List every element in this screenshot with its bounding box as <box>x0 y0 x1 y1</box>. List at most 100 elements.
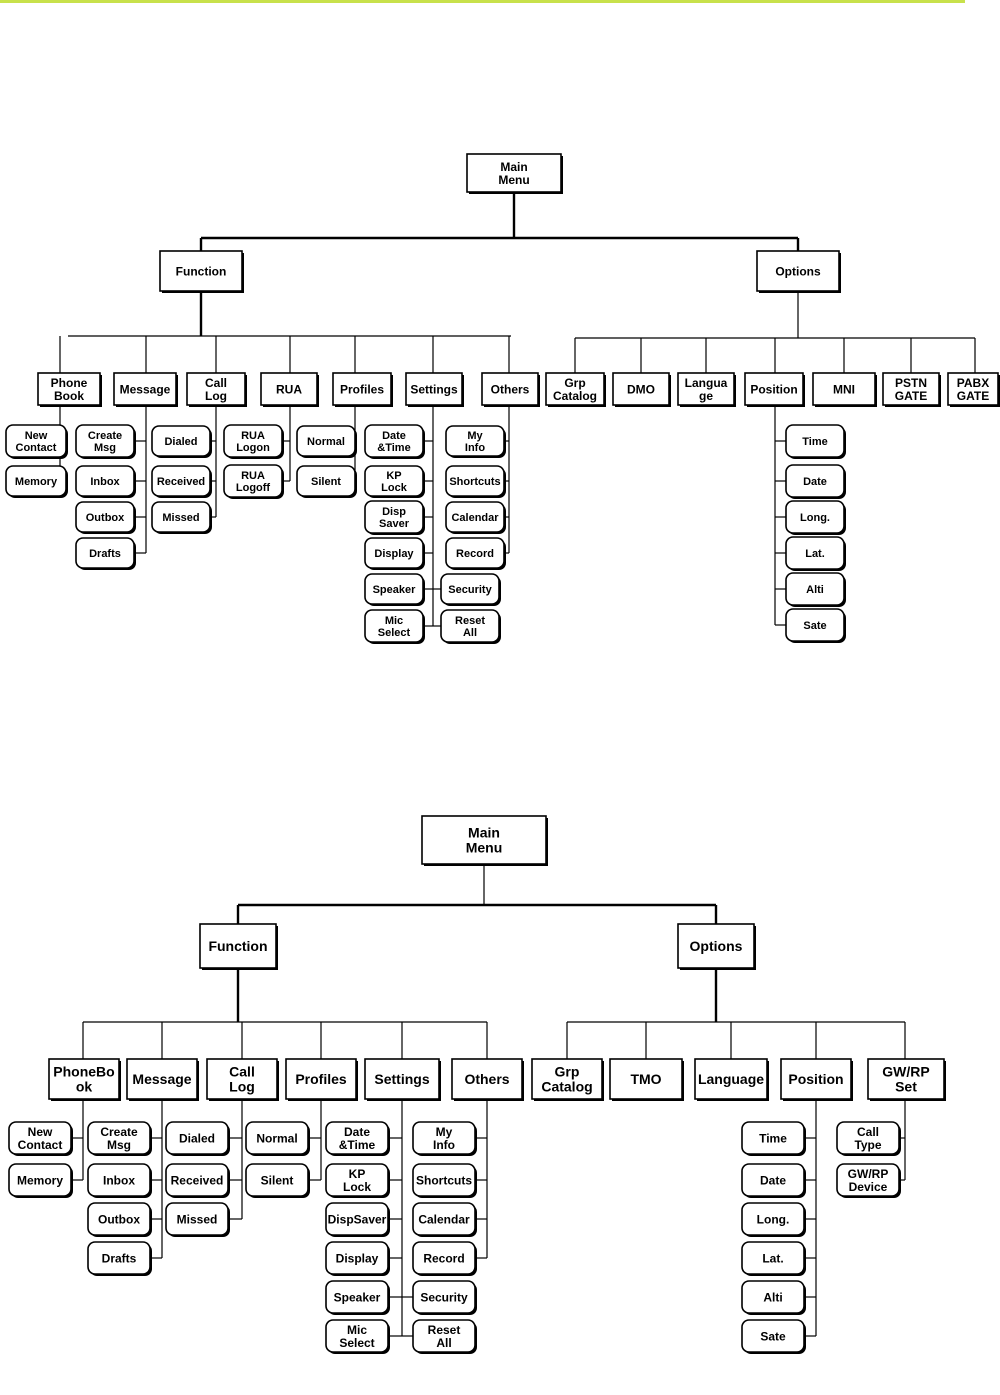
category-profiles[interactable]: Profiles <box>332 372 393 407</box>
menu-item-time[interactable]: Time <box>741 1121 806 1156</box>
group-function[interactable]: Function <box>199 923 278 970</box>
category-position[interactable]: Position <box>744 372 805 407</box>
category-position[interactable]: Position <box>780 1058 853 1101</box>
menu-item-received[interactable]: Received <box>151 465 212 498</box>
menu-item-silent-label: Silent <box>311 476 341 488</box>
menu-item-display[interactable]: Display <box>364 537 425 570</box>
category-settings[interactable]: Settings <box>405 372 464 407</box>
menu-item-security[interactable]: Security <box>412 1280 477 1315</box>
menu-item-lat[interactable]: Lat. <box>785 536 846 571</box>
menu-item-normal[interactable]: Normal <box>296 425 357 458</box>
category-position-box <box>744 372 804 406</box>
menu-item-shortcuts[interactable]: Shortcuts <box>412 1163 477 1198</box>
menu-item-speaker[interactable]: Speaker <box>325 1280 390 1315</box>
menu-item-speaker[interactable]: Speaker <box>364 573 425 606</box>
menu-item-sate[interactable]: Sate <box>785 608 846 643</box>
menu-item-calendar[interactable]: Calendar <box>412 1202 477 1237</box>
category-settings[interactable]: Settings <box>364 1058 441 1101</box>
menu-item-time[interactable]: Time <box>785 424 846 459</box>
menu-item-security[interactable]: Security <box>440 573 501 606</box>
menu-item-received[interactable]: Received <box>165 1163 230 1198</box>
menu-item-silent[interactable]: Silent <box>296 465 357 498</box>
menu-item-calendar[interactable]: Calendar <box>445 501 506 534</box>
menu-item-shortcuts[interactable]: Shortcuts <box>445 465 506 498</box>
menu-item-record[interactable]: Record <box>445 537 506 570</box>
menu-item-date-time[interactable]: Date&Time <box>364 424 425 459</box>
menu-item-outbox[interactable]: Outbox <box>75 501 136 534</box>
menu-item-silent-label: Silent <box>261 1173 294 1187</box>
category-rua[interactable]: RUA <box>260 372 319 407</box>
menu-item-record-box <box>445 537 505 569</box>
menu-item-lat[interactable]: Lat. <box>741 1241 806 1276</box>
menu-item-missed[interactable]: Missed <box>165 1202 230 1237</box>
menu-item-alti[interactable]: Alti <box>785 572 846 607</box>
menu-item-date[interactable]: Date <box>741 1163 806 1198</box>
menu-item-long[interactable]: Long. <box>741 1202 806 1237</box>
menu-item-outbox[interactable]: Outbox <box>87 1202 152 1237</box>
menu-item-date[interactable]: Date <box>785 464 846 499</box>
menu-item-time-box <box>741 1121 805 1155</box>
category-others[interactable]: Others <box>481 372 540 407</box>
menu-item-dispsaver[interactable]: DispSaver <box>325 1202 390 1237</box>
category-mni[interactable]: MNI <box>812 372 877 407</box>
menu-item-dialed[interactable]: Dialed <box>151 425 212 458</box>
category-message[interactable]: Message <box>126 1058 199 1101</box>
menu-item-display[interactable]: Display <box>325 1241 390 1276</box>
menu-item-memory[interactable]: Memory <box>8 1163 73 1198</box>
menu-item-drafts[interactable]: Drafts <box>87 1241 152 1276</box>
group-options[interactable]: Options <box>677 923 756 970</box>
menu-item-normal[interactable]: Normal <box>245 1121 310 1156</box>
menu-item-dialed[interactable]: Dialed <box>165 1121 230 1156</box>
menu-item-inbox[interactable]: Inbox <box>75 465 136 498</box>
category-language[interactable]: Language <box>694 1058 769 1101</box>
menu-item-sate[interactable]: Sate <box>741 1319 806 1354</box>
category-message[interactable]: Message <box>113 372 178 407</box>
menu-item-drafts[interactable]: Drafts <box>75 537 136 570</box>
category-profiles[interactable]: Profiles <box>285 1058 358 1101</box>
menu-item-missed[interactable]: Missed <box>151 501 212 534</box>
category-others[interactable]: Others <box>451 1058 524 1101</box>
menu-item-long[interactable]: Long. <box>785 500 846 535</box>
menu-item-silent[interactable]: Silent <box>245 1163 310 1198</box>
group-function[interactable]: Function <box>159 250 244 293</box>
menu-item-inbox[interactable]: Inbox <box>87 1163 152 1198</box>
category-tmo[interactable]: TMO <box>609 1058 684 1101</box>
menu-item-alti[interactable]: Alti <box>741 1280 806 1315</box>
menu-item-record[interactable]: Record <box>412 1241 477 1276</box>
category-dmo[interactable]: DMO <box>612 372 671 407</box>
group-options[interactable]: Options <box>756 250 841 293</box>
menu-item-time-label: Time <box>759 1131 787 1145</box>
menu-item-date-time[interactable]: Date&Time <box>325 1121 390 1156</box>
menu-item-memory[interactable]: Memory <box>5 465 68 498</box>
